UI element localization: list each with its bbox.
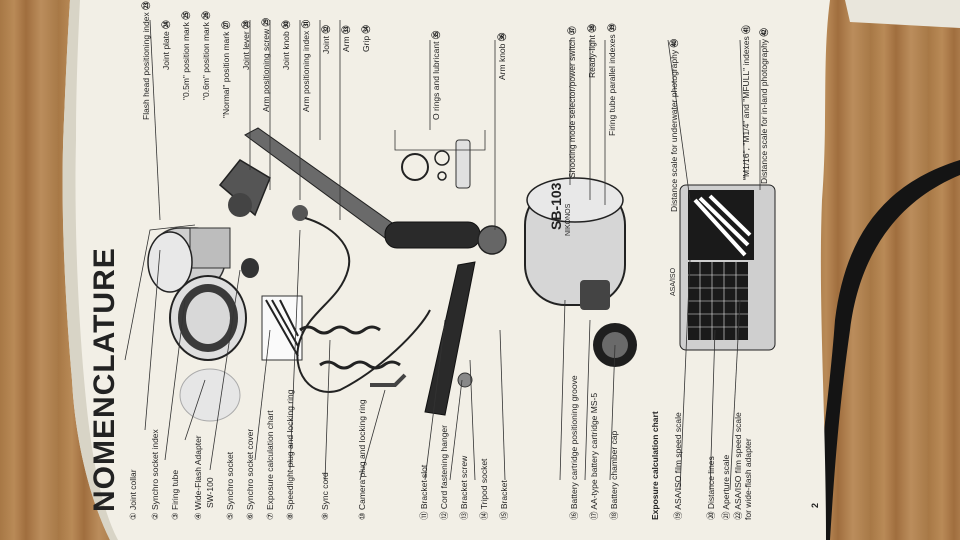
- wide-flash-adapter-illustration: [179, 368, 241, 422]
- sync-cord-illustration: [292, 205, 431, 393]
- flash-head-illustration: [147, 227, 259, 361]
- other-sheet-corner: [845, 0, 960, 28]
- leader-lines: [124, 19, 761, 491]
- page-curl-shadow: [62, 0, 118, 540]
- camera-strap: [815, 160, 960, 540]
- arm-illustration: [218, 127, 507, 255]
- exposure-chart-illustration: [679, 184, 776, 351]
- o-rings-illustration: [401, 139, 471, 189]
